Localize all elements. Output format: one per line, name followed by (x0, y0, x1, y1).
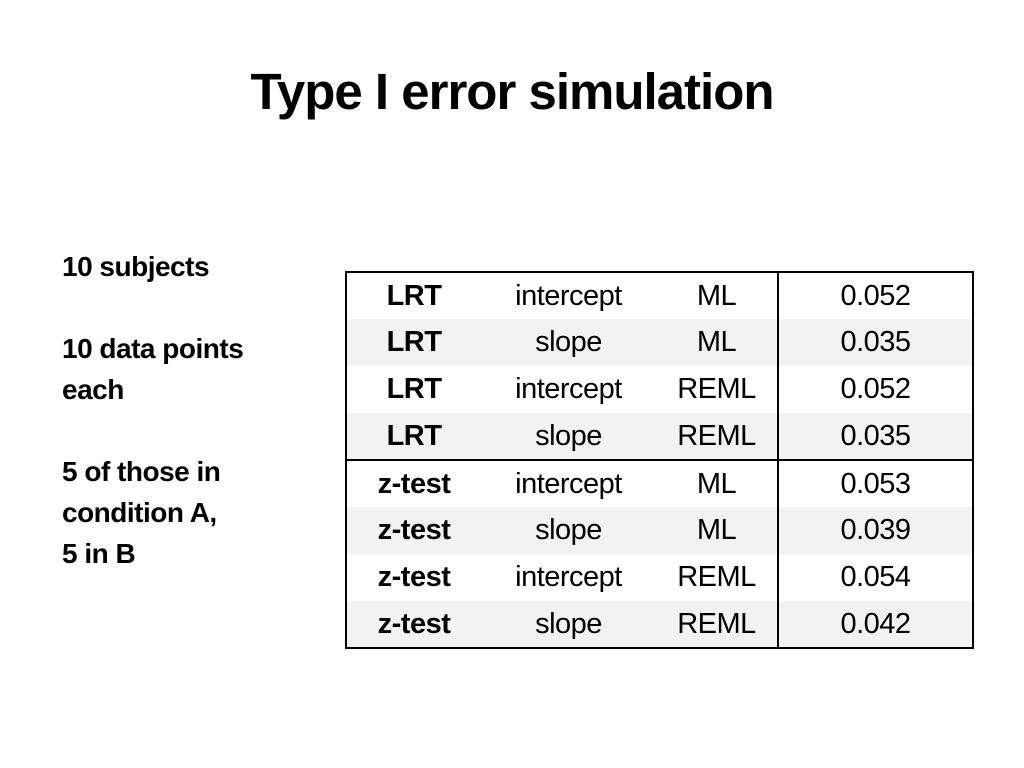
method-cell: REML (677, 419, 756, 452)
test-cell: LRT (386, 419, 442, 452)
notes-line: each (62, 374, 124, 405)
parameter-cell: slope (535, 607, 602, 640)
value-cell: 0.054 (777, 554, 973, 601)
parameter-cell: intercept (515, 561, 622, 593)
simulation-results-table: LRT intercept ML 0.052 LRT slope ML 0.03… (345, 271, 974, 649)
notes-paragraph: 10 data points each (62, 328, 292, 410)
table-row: LRT intercept REML 0.052 (346, 366, 973, 413)
parameter-cell: slope (535, 514, 602, 546)
value-cell: 0.039 (777, 507, 973, 554)
method-cell: REML (677, 607, 756, 640)
notes-line: 5 of those in (62, 456, 221, 487)
table-row: LRT intercept ML 0.052 (346, 272, 973, 319)
parameter-cell: intercept (481, 459, 656, 507)
test-cell: z-test (377, 561, 451, 593)
method-cell: ML (696, 326, 737, 358)
method-cell: ML (656, 459, 778, 507)
method-cell: REML (677, 561, 756, 593)
parameter-cell: slope (535, 419, 602, 452)
value-cell: 0.052 (777, 366, 973, 413)
notes-block: 10 subjects 10 data points each 5 of tho… (62, 246, 292, 574)
notes-line: 5 in B (62, 538, 136, 569)
value-cell: 0.042 (777, 601, 973, 648)
notes-line: 10 subjects (62, 251, 210, 282)
test-cell: z-test (346, 459, 481, 507)
value-cell: 0.035 (777, 413, 973, 460)
table-row: z-test intercept ML 0.053 (346, 459, 973, 507)
table-row: LRT slope ML 0.035 (346, 319, 973, 366)
notes-paragraph: 10 subjects (62, 246, 292, 287)
notes-paragraph: 5 of those in condition A, 5 in B (62, 451, 292, 574)
table-row: z-test slope REML 0.042 (346, 601, 973, 648)
method-cell: REML (677, 373, 756, 405)
test-cell: z-test (377, 514, 451, 546)
slide-title: Type I error simulation (250, 63, 774, 120)
value-cell: 0.052 (777, 272, 973, 319)
table-row: z-test intercept REML 0.054 (346, 554, 973, 601)
notes-line: 10 data points (62, 333, 244, 364)
test-cell: LRT (386, 326, 442, 358)
test-cell: z-test (377, 607, 451, 640)
parameter-cell: intercept (515, 279, 622, 312)
test-cell: LRT (386, 373, 442, 405)
method-cell: ML (696, 279, 737, 312)
parameter-cell: slope (535, 326, 602, 358)
value-cell: 0.053 (777, 459, 973, 507)
method-cell: ML (696, 514, 737, 546)
test-cell: LRT (386, 279, 442, 312)
parameter-cell: intercept (515, 373, 622, 405)
value-cell: 0.035 (777, 319, 973, 366)
notes-line: condition A, (62, 497, 217, 528)
table-row: LRT slope REML 0.035 (346, 413, 973, 460)
table-row: z-test slope ML 0.039 (346, 507, 973, 554)
